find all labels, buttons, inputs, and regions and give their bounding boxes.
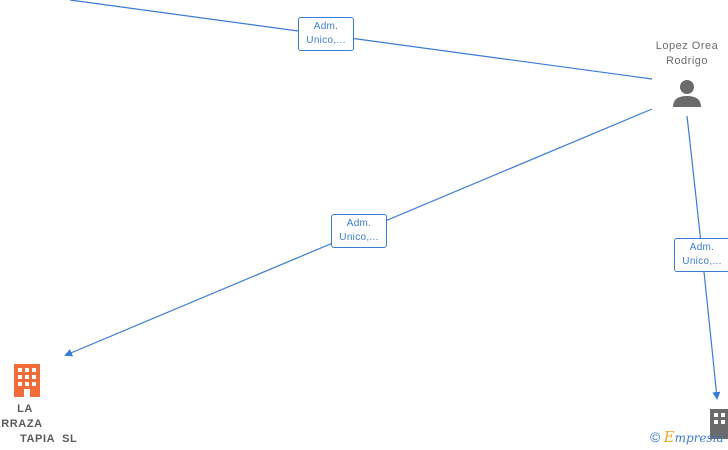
copyright-symbol: © — [650, 429, 661, 445]
person-name-line1: Lopez Orea — [655, 40, 719, 52]
edge-label[interactable]: Adm. Unico,... — [331, 214, 387, 248]
edge-label-detail: Unico,... — [306, 35, 346, 46]
edge-label-role: Adm. — [689, 242, 715, 253]
brand-name: mpresia — [674, 431, 724, 445]
person-name-line2: Rodrigo — [665, 55, 709, 67]
edge-label-role: Adm. — [313, 21, 339, 32]
edge-label-detail: Unico,... — [682, 256, 722, 267]
edge-label-role: Adm. — [346, 218, 372, 229]
empresia-watermark: © Empresia — [650, 428, 724, 448]
edge-label[interactable]: Adm. Unico,... — [298, 17, 354, 51]
edge-line — [69, 0, 653, 80]
company-name-line3: TAPIA SL — [20, 433, 78, 445]
edge-label-detail: Unico,... — [339, 232, 379, 243]
edge-label[interactable]: Adm. Unico,... — [674, 238, 728, 272]
company-name-line1: LA — [17, 403, 33, 415]
building-icon[interactable] — [14, 364, 40, 397]
person-name[interactable]: Lopez Orea Rodrigo — [640, 39, 728, 69]
building-icon[interactable] — [710, 409, 728, 439]
company-name[interactable]: LA ERRAZA TAPIA SL — [0, 402, 78, 447]
person-icon[interactable] — [673, 80, 701, 107]
company-name-line2: ERRAZA — [0, 418, 43, 430]
brand-initial: E — [663, 428, 675, 446]
